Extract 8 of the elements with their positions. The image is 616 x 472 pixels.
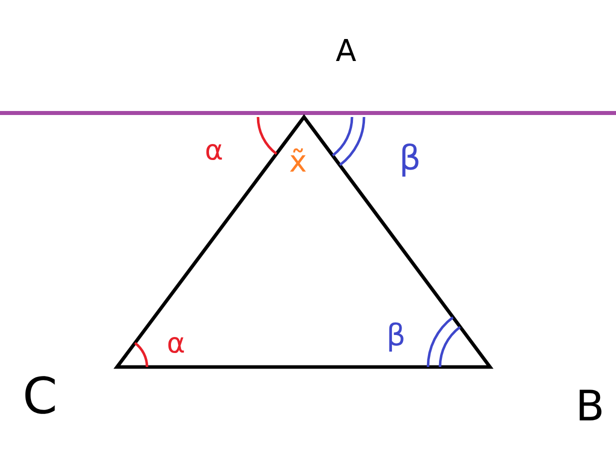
vertex-label: B (580, 390, 602, 420)
angle-label: β (389, 322, 404, 352)
vertex-label: C (25, 376, 55, 414)
angle-label: β (402, 143, 418, 177)
vertex-label: A (336, 39, 356, 61)
angle-label: x̃ (290, 148, 306, 172)
angle-label: α (168, 337, 184, 353)
angle-label: α (206, 144, 222, 160)
